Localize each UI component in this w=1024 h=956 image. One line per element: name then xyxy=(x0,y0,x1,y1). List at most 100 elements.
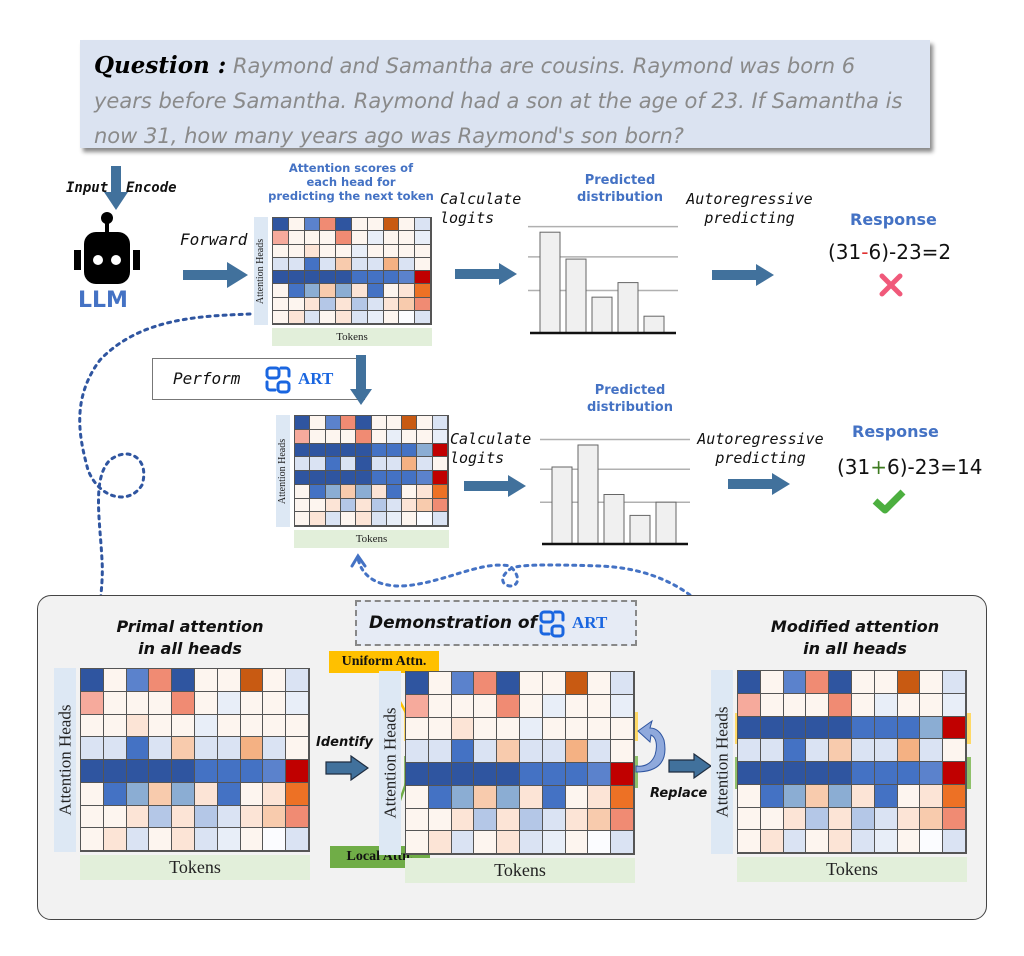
heatmap-cell xyxy=(273,297,289,311)
x-axis-label: Tokens xyxy=(272,328,432,346)
heatmap-cell xyxy=(406,694,429,718)
heatmap-cell xyxy=(402,471,418,485)
heatmap-cell xyxy=(415,271,431,285)
heatmap-cell xyxy=(399,218,416,232)
heatmap-cell xyxy=(367,310,384,324)
heatmap-cell xyxy=(194,760,218,783)
heatmap-cell xyxy=(428,831,452,854)
heatmap-cell xyxy=(240,714,264,738)
heatmap-cell xyxy=(474,672,498,695)
heatmap-cell xyxy=(897,693,921,717)
heatmap-cell xyxy=(611,763,634,786)
heatmap-cell xyxy=(760,739,784,762)
heatmap-cell xyxy=(304,297,321,311)
identify-arrow-icon xyxy=(325,755,369,781)
heatmap-cell xyxy=(497,717,520,741)
heatmap-cell xyxy=(295,498,311,513)
autoregressive-label-2: Autoregressive predicting xyxy=(693,430,828,468)
caption-line: Attention scores of xyxy=(288,161,414,175)
heatmap-cell xyxy=(897,762,921,785)
heatmap-cell xyxy=(565,717,589,741)
heatmap-cell xyxy=(519,831,543,854)
cross-icon xyxy=(879,273,903,297)
distribution-bar xyxy=(643,315,665,334)
heatmap-cell xyxy=(874,807,898,831)
heatmap-cell xyxy=(356,484,372,499)
heatmap-cell xyxy=(399,310,416,324)
heatmap-cell xyxy=(760,693,784,717)
title-line: Primal attention xyxy=(116,617,264,636)
heatmap-cell xyxy=(217,669,241,692)
heatmap-cell xyxy=(428,763,452,786)
heatmap-cell xyxy=(320,244,337,258)
heatmap-cell xyxy=(565,831,589,854)
heatmap-cell xyxy=(149,782,173,806)
heatmap-cell xyxy=(263,828,287,851)
forward-arrow-icon xyxy=(183,262,248,288)
heatmap-cell xyxy=(320,218,337,232)
heatmap-cell xyxy=(417,443,433,458)
heatmap-cell xyxy=(81,828,104,851)
calculate-logits-label-2: Calculate logits xyxy=(450,430,531,468)
heatmap-cell xyxy=(874,784,898,808)
heatmap-cell xyxy=(320,231,337,245)
heatmap-cell xyxy=(611,831,634,854)
x-axis-label: Tokens xyxy=(80,855,310,880)
heatmap-cell xyxy=(897,830,921,853)
heatmap-cell xyxy=(263,805,287,829)
calc-line: logits xyxy=(440,209,495,227)
heatmap-cell xyxy=(149,691,173,715)
heatmap-cell xyxy=(497,808,520,832)
heatmap-cell xyxy=(217,805,241,829)
heatmap-cell xyxy=(783,716,807,740)
question-box: Question : Raymond and Samantha are cous… xyxy=(80,40,930,148)
heatmap-cell xyxy=(760,716,784,740)
heatmap-cell xyxy=(336,257,352,271)
heatmap-cell xyxy=(273,244,289,258)
question-text: Raymond and Samantha are cousins. Raymon… xyxy=(94,54,903,148)
heatmap-cell xyxy=(417,429,433,444)
heatmap-cell xyxy=(352,271,368,285)
heatmap-cell xyxy=(81,760,104,783)
heatmap-cell xyxy=(194,782,218,806)
heatmap-cell xyxy=(519,672,543,695)
heatmap-cell xyxy=(829,762,852,785)
heatmap-cell xyxy=(519,808,543,832)
distribution-bar xyxy=(655,501,677,545)
heatmap-cell xyxy=(474,717,498,741)
heatmap-cell xyxy=(371,416,387,430)
heatmap-cell xyxy=(943,807,966,831)
heatmap-cell xyxy=(310,484,326,499)
llm-label: LLM xyxy=(78,288,128,313)
heatmap-cell xyxy=(406,672,429,695)
heatmap-cell xyxy=(367,297,384,311)
heatmap-cell xyxy=(497,740,520,763)
heatmap-cell xyxy=(417,512,433,526)
heatmap-cell xyxy=(273,284,289,298)
heatmap-cell xyxy=(783,762,807,785)
heatmap-cell xyxy=(851,784,875,808)
heatmap-cell xyxy=(383,257,400,271)
dist-title-line: distribution xyxy=(577,190,663,205)
heatmap-grid xyxy=(737,670,967,854)
distribution-bar xyxy=(565,258,587,334)
heatmap-cell xyxy=(402,484,418,499)
heatmap-cell xyxy=(172,714,195,738)
y-axis-label: Attention Heads xyxy=(711,670,733,854)
heatmap-cell xyxy=(340,443,357,458)
heatmap-cell xyxy=(399,297,416,311)
heatmap-cell xyxy=(240,760,264,783)
encode-label: Encode xyxy=(126,180,177,196)
dist-title-modified: Predicted distribution xyxy=(575,382,685,416)
heatmap-cell xyxy=(352,231,368,245)
heatmap-cell xyxy=(851,762,875,785)
heatmap-cell xyxy=(874,716,898,740)
heatmap-cell xyxy=(451,808,475,832)
heatmap-cell xyxy=(217,691,241,715)
heatmap-cell xyxy=(415,244,431,258)
heatmap-grid xyxy=(294,415,449,527)
heatmap-cell xyxy=(738,739,761,762)
heatmap-cell xyxy=(383,284,400,298)
heatmap-cell xyxy=(149,760,173,783)
heatmap-cell xyxy=(417,498,433,513)
